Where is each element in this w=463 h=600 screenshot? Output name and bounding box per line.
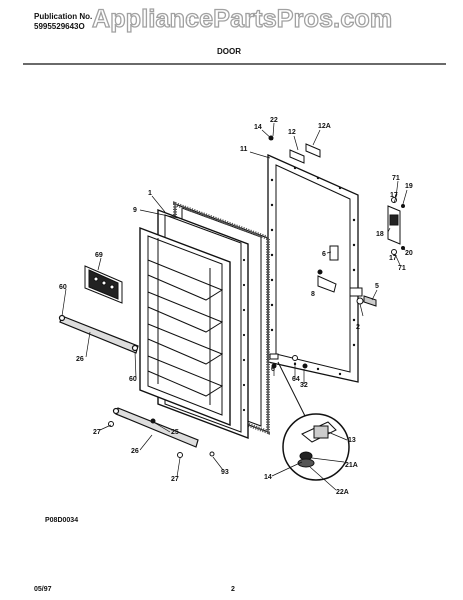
door-shelves: [147, 238, 224, 405]
leader-lines: [61, 122, 408, 491]
callout-64: 64: [292, 376, 300, 383]
callout-22a: 22A: [336, 489, 349, 496]
hinge-assembly: [387, 197, 405, 255]
hinge-detail-view: [277, 361, 350, 481]
control-panel: [84, 265, 123, 304]
brand-fragment: F: [186, 16, 191, 25]
callout-5: 5: [375, 283, 379, 290]
callout-27-bottom: 27: [171, 476, 179, 483]
footer-date: 05/97: [34, 586, 52, 593]
callout-14-detail: 14: [264, 474, 272, 481]
callout-60-bottom: 60: [129, 376, 137, 383]
publication-label: Publication No.: [34, 12, 93, 21]
callout-21a: 21A: [345, 462, 358, 469]
callout-labels: 1 2 5 6 6 8 9 11 12 12A 13 14 14 17 17 1…: [59, 117, 413, 496]
callout-9: 9: [133, 207, 137, 214]
callout-60-left: 60: [59, 284, 67, 291]
callout-2: 2: [356, 324, 360, 331]
callout-20: 20: [405, 250, 413, 257]
callout-93: 93: [221, 469, 229, 476]
door-liner-frame: [267, 153, 359, 383]
callout-12: 12: [288, 129, 296, 136]
callout-12a: 12A: [318, 123, 331, 130]
publication-number: 5995529643O: [34, 22, 85, 31]
screws: [108, 418, 215, 458]
callout-6-handle: 6: [322, 251, 326, 258]
inner-door-liner: [139, 226, 231, 427]
callout-17-top: 17: [390, 192, 398, 199]
section-title: DOOR: [217, 47, 241, 56]
callout-14-top: 14: [254, 124, 262, 131]
callout-22: 22: [270, 117, 278, 124]
callout-13: 13: [348, 437, 356, 444]
trim-strip-upper: [58, 314, 139, 354]
callout-71-bottom: 71: [398, 265, 406, 272]
callout-18: 18: [376, 231, 384, 238]
trim-strip-lower: [112, 407, 199, 448]
callout-1: 1: [148, 190, 152, 197]
callout-26-upper: 26: [76, 356, 84, 363]
callout-69: 69: [95, 252, 103, 259]
callout-19: 19: [405, 183, 413, 190]
callout-6-hinge: 6: [271, 366, 275, 373]
callout-11: 11: [240, 146, 248, 153]
footer-page-number: 2: [231, 586, 235, 593]
watermark: AppliancePartsPros.com: [91, 4, 393, 33]
callout-8: 8: [311, 291, 315, 298]
callout-25: 25: [171, 429, 179, 436]
callout-17-bottom: 17: [389, 255, 397, 262]
callout-71-top: 71: [392, 175, 400, 182]
handle-parts: [317, 245, 377, 307]
diagram-code: P08D0034: [45, 517, 79, 524]
callout-27-left: 27: [93, 429, 101, 436]
callout-32: 32: [300, 382, 308, 389]
callout-26-lower: 26: [131, 448, 139, 455]
bottom-hinge-parts: [269, 353, 308, 369]
